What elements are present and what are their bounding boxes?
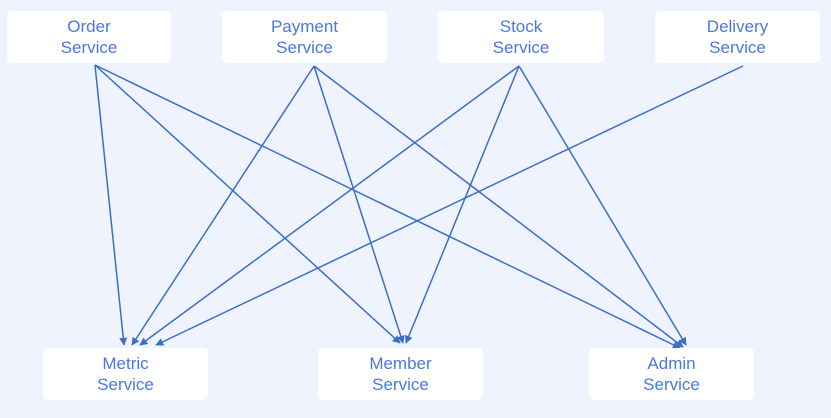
- payment-service-node: Payment Service: [222, 11, 387, 63]
- edge-order-to-metric: [94, 64, 128, 346]
- order-service-node: Order Service: [7, 11, 171, 63]
- member-service-node: Member Service: [318, 348, 483, 400]
- delivery-service-node: Delivery Service: [655, 11, 820, 63]
- edge-payment-to-member: [313, 65, 405, 344]
- edge-order-to-member: [94, 64, 401, 344]
- stock-service-node: Stock Service: [438, 11, 604, 63]
- edge-stock-to-admin: [518, 65, 687, 346]
- edge-order-to-admin: [94, 64, 681, 349]
- edge-delivery-to-metric: [155, 65, 744, 346]
- edge-payment-to-admin: [313, 65, 684, 348]
- edge-stock-to-member: [405, 65, 520, 344]
- edge-stock-to-metric: [139, 65, 520, 346]
- admin-service-node: Admin Service: [589, 348, 754, 400]
- metric-service-node: Metric Service: [43, 348, 208, 400]
- edge-payment-to-metric: [131, 65, 315, 346]
